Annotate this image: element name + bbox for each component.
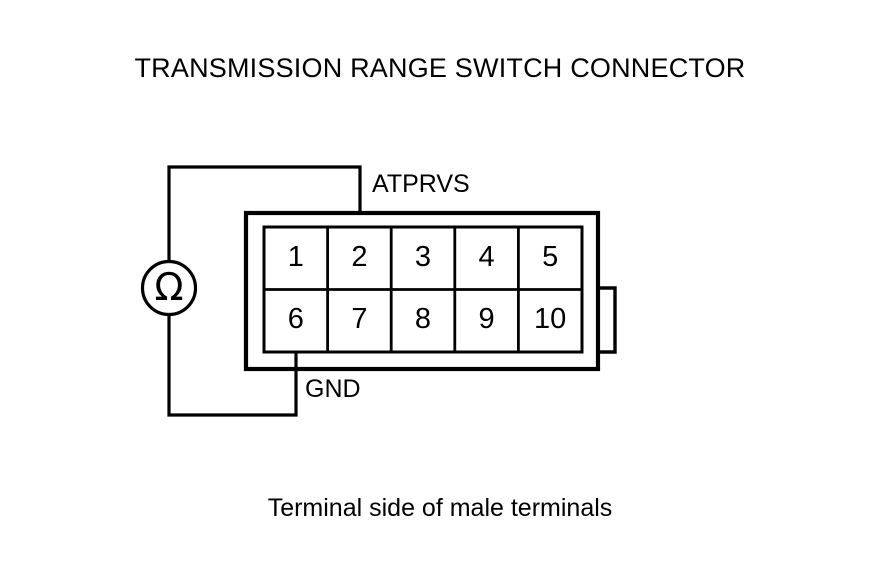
diagram-caption: Terminal side of male terminals (267, 494, 613, 522)
pin-9: 9 (478, 303, 495, 335)
pin-1: 1 (287, 241, 304, 273)
pin-7: 7 (351, 303, 368, 335)
ohm-symbol: Ω (154, 265, 183, 309)
connector-locking-tab (598, 286, 617, 354)
ohmmeter-circle (140, 259, 198, 317)
pin-5: 5 (542, 241, 559, 273)
pin-6: 6 (287, 303, 304, 335)
pin-10: 10 (534, 303, 567, 335)
pin-3: 3 (414, 241, 432, 273)
pin-2: 2 (351, 241, 368, 273)
lead-label-gnd: GND (305, 375, 361, 403)
page-title: TRANSMISSION RANGE SWITCH CONNECTOR (134, 53, 746, 83)
lead-label-atprvs: ATPRVS (372, 170, 470, 198)
lead-wire-atprvs (167, 165, 362, 262)
pin-4: 4 (478, 241, 495, 273)
connector-outer-shell (243, 210, 601, 372)
pin-8: 8 (414, 303, 432, 335)
lead-wire-gnd (167, 315, 298, 417)
